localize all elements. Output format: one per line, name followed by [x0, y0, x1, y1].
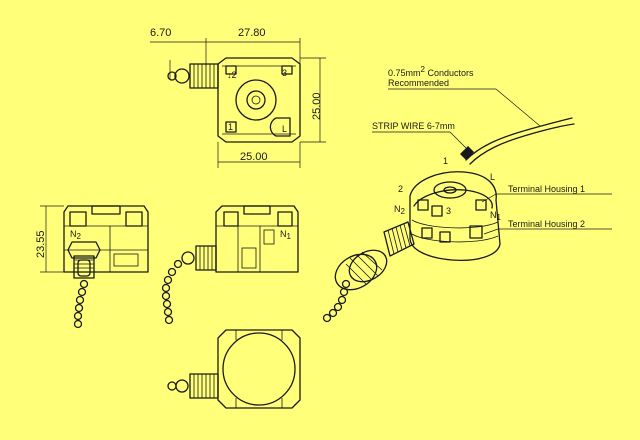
- terminal-label-n1-right: N1: [280, 229, 292, 241]
- callout-conductors-line1: 0.75mm2 Conductors: [388, 65, 474, 78]
- terminal-label-n2-left: N2: [70, 229, 82, 241]
- callout-terminal-housing-1: Terminal Housing 1: [508, 184, 585, 194]
- side-view-left: 23.55 N2: [35, 205, 149, 329]
- callout-strip-wire: STRIP WIRE 6-7mm: [372, 121, 455, 131]
- dim-height-side: 23.55: [35, 230, 47, 258]
- side-view-right: N1: [161, 205, 299, 325]
- terminal-label-1-2: ↓2: [227, 70, 237, 80]
- pull-chain-left: [73, 279, 89, 329]
- iso-terminal-2: 2: [398, 184, 403, 194]
- pull-chain-iso: [322, 279, 351, 323]
- dim-height-right: 25.00: [311, 92, 323, 120]
- terminal-label-l-top: L: [282, 124, 287, 134]
- dim-width-top: 27.80: [238, 27, 266, 39]
- iso-terminal-l: L: [490, 172, 495, 182]
- callout-terminal-housing-2: Terminal Housing 2: [508, 219, 585, 229]
- iso-terminal-n1: N1: [490, 210, 502, 222]
- dim-width-bottom: 25.00: [240, 151, 268, 163]
- callout-conductors-line2: Recommended: [388, 78, 449, 88]
- isometric-view: 0.75mm2 Conductors Recommended STRIP WIR…: [322, 65, 612, 323]
- iso-terminal-n2: N2: [394, 204, 406, 216]
- terminal-label-3-top: 3: [282, 68, 287, 78]
- iso-terminal-1: 1: [443, 156, 448, 166]
- pull-chain-right: [161, 259, 183, 325]
- bottom-view: [167, 329, 301, 409]
- terminal-label-1-top: 1: [228, 122, 233, 132]
- iso-terminal-3: 3: [446, 206, 451, 216]
- top-view: 6.70 27.80 ↓2 3 1 L 25.00 25.00: [150, 27, 326, 168]
- dim-offset: 6.70: [150, 27, 171, 39]
